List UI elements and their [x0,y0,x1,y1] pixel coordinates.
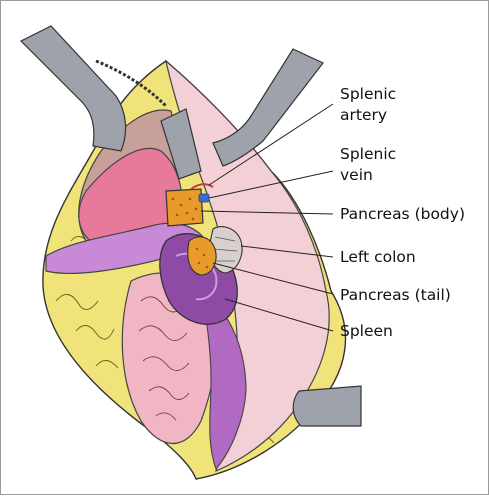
retractor-top-right [212,48,324,167]
splenic-vein-vessel [198,193,210,203]
pancreas-tail-texture [195,247,209,269]
label-left-colon: Left colon [340,248,416,266]
label-splenic-vein-line2: vein [340,166,373,184]
retractor-top-left [19,25,127,152]
descending-colon [200,289,247,471]
label-splenic-vein: Splenic vein [340,144,396,186]
pancreas-body-texture [171,197,198,221]
label-splenic-artery-line1: Splenic [340,85,397,103]
pancreas-body [165,188,204,227]
colon-haustra [212,236,238,262]
pancreas-tail [187,236,217,276]
label-splenic-vein-line1: Splenic [340,145,397,163]
instrument-cable [95,59,168,108]
label-splenic-artery-line2: artery [340,106,388,124]
label-splenic-artery: Splenic artery [340,84,396,126]
leader-lines [200,103,334,332]
peritoneum [165,59,330,473]
label-pancreas-body: Pancreas (body) [340,205,465,223]
retractor-center [160,108,202,180]
splenic-artery-vessel [190,183,214,190]
label-spleen: Spleen [340,322,393,340]
retractor-bottom-right [292,385,362,427]
label-pancreas-tail: Pancreas (tail) [340,286,451,304]
